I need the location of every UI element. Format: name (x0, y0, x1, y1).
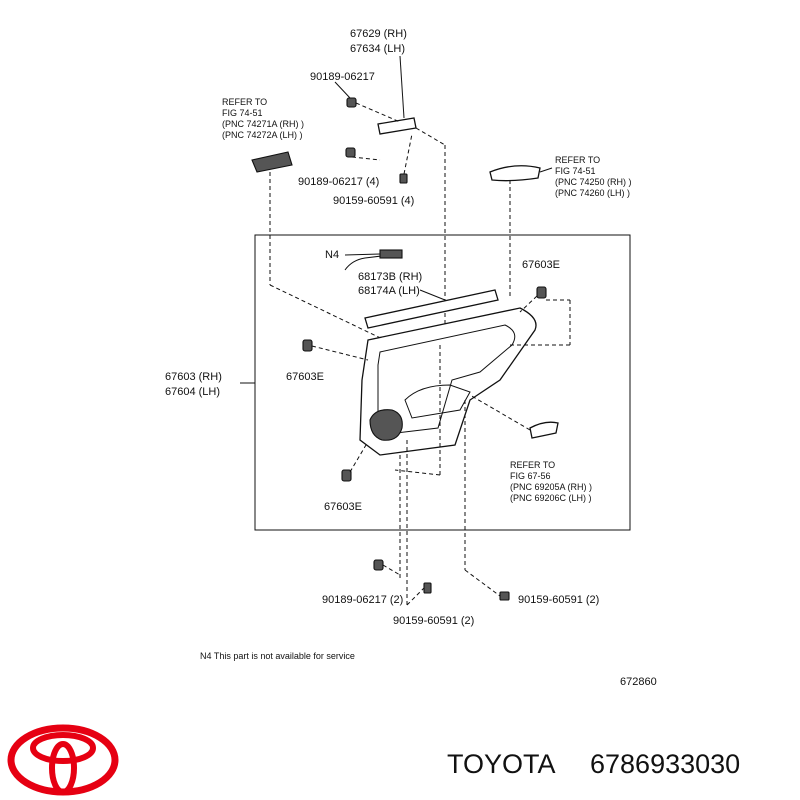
label-screw-d: 90189-06217 (2) (322, 594, 403, 606)
dash-bezel-right (415, 127, 446, 146)
screw-e-icon (423, 582, 432, 594)
wire-harness-part (344, 253, 399, 271)
clip-bottom-icon (341, 469, 352, 482)
pull-handle-part (489, 165, 541, 182)
label-top-lh: 67634 (LH) (350, 43, 405, 55)
dash-screw-b (351, 156, 381, 161)
screw-c-icon (399, 173, 408, 184)
dash-screw-d2 (382, 564, 401, 576)
left-switch-part (251, 151, 293, 173)
inner-handle-part (529, 421, 559, 439)
leader-wire (419, 289, 446, 301)
trim-strip-part (364, 289, 499, 329)
clip-left-icon (302, 339, 313, 352)
dash-screw-a (355, 102, 401, 123)
speaker-grille (369, 409, 403, 441)
footnote: N4 This part is not available for servic… (200, 651, 355, 661)
label-clip-b: 67603E (324, 501, 362, 513)
label-n4: N4 (325, 249, 339, 261)
screw-d-icon (373, 559, 384, 571)
label-refer2-1: REFER TO (555, 155, 600, 165)
leader-refer2 (539, 167, 553, 173)
toyota-logo-icon (7, 724, 119, 796)
clip-top-right-icon (536, 286, 547, 299)
label-screw-f: 90159-60591 (2) (518, 594, 599, 606)
label-screw-b: 90189-06217 (4) (298, 176, 379, 188)
screw-b-icon (345, 147, 356, 158)
label-refer3-1: REFER TO (510, 460, 555, 470)
brand-name: TOYOTA (447, 749, 556, 779)
dash-inner-handle (469, 394, 531, 431)
dash-clip-l (311, 345, 369, 361)
connector-icon (379, 249, 403, 259)
armrest (404, 384, 471, 419)
dash-screw-c (403, 133, 413, 175)
illustration-number: 672860 (620, 676, 657, 688)
label-screw-e: 90159-60591 (2) (393, 615, 474, 627)
label-refer3-2: FIG 67-56 (510, 471, 551, 481)
label-wire-lh: 68174A (LH) (358, 285, 420, 297)
leader-top (399, 55, 405, 119)
label-refer2-4: (PNC 74260 (LH) ) (555, 188, 630, 198)
screw-a-icon (346, 97, 357, 108)
label-refer1-4: (PNC 74272A (LH) ) (222, 130, 303, 140)
label-refer3-3: (PNC 69205A (RH) ) (510, 482, 592, 492)
label-clip-l: 67603E (286, 371, 324, 383)
dash-clip-tr (519, 295, 538, 313)
label-screw-a: 90189-06217 (310, 71, 375, 83)
label-refer1-1: REFER TO (222, 97, 267, 107)
label-panel-rh: 67603 (RH) (165, 371, 222, 383)
dash-screw-e2 (406, 587, 425, 606)
leader-n4 (344, 253, 381, 256)
label-refer1-2: FIG 74-51 (222, 108, 263, 118)
label-panel-lh: 67604 (LH) (165, 386, 220, 398)
label-refer2-3: (PNC 74250 (RH) ) (555, 177, 632, 187)
label-refer2-2: FIG 74-51 (555, 166, 596, 176)
screw-f-icon (499, 591, 510, 601)
dash-clip-b (349, 444, 367, 473)
part-number: 6786933030 (590, 749, 740, 779)
dash-left-switch-diag (269, 284, 396, 346)
label-screw-c: 90159-60591 (4) (333, 195, 414, 207)
label-refer3-4: (PNC 69206C (LH) ) (510, 493, 592, 503)
label-clip-tr: 67603E (522, 259, 560, 271)
dash-screw-f2 (464, 569, 501, 597)
label-refer1-3: (PNC 74271A (RH) ) (222, 119, 304, 129)
door-panel-part (359, 307, 537, 456)
label-wire-rh: 68173B (RH) (358, 271, 422, 283)
leader-screw-a (334, 81, 351, 99)
label-top-rh: 67629 (RH) (350, 28, 407, 40)
dash-mid-h (394, 469, 441, 476)
